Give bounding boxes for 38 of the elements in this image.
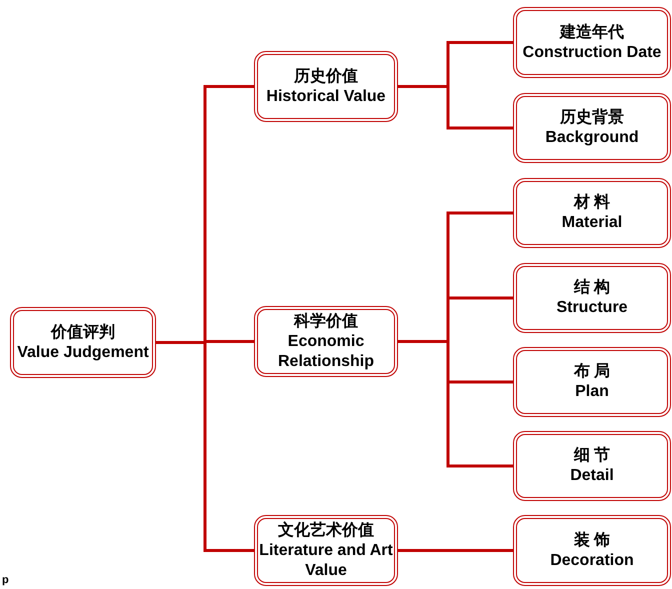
box-subtitle: Economic Relationship xyxy=(276,332,375,372)
box-title: 历史价值 xyxy=(294,66,358,86)
box-subtitle: Value Judgement xyxy=(17,342,149,362)
connector-line xyxy=(398,85,513,130)
box-subtitle: Construction Date xyxy=(522,42,662,62)
rounded-box xyxy=(254,51,398,122)
box-subtitle: Literature and Art Value xyxy=(258,540,394,580)
box-title: 建造年代 xyxy=(560,22,624,42)
box-title: 价值评判 xyxy=(51,322,115,342)
box-subtitle: Historical Value xyxy=(266,86,386,106)
rounded-box xyxy=(513,515,671,586)
box-title: 材 料 xyxy=(574,193,610,213)
box-title: 细 节 xyxy=(574,446,610,466)
rounded-box xyxy=(254,515,398,586)
rounded-box xyxy=(513,178,671,248)
rounded-box xyxy=(10,307,156,378)
rounded-box xyxy=(513,431,671,501)
box-subtitle: Structure xyxy=(556,298,628,318)
box-title: 结 构 xyxy=(574,278,610,298)
connector-line xyxy=(156,341,254,552)
text-fragment: p xyxy=(2,574,9,586)
box-subtitle: Material xyxy=(562,213,622,233)
box-subtitle: Background xyxy=(545,128,639,148)
box-title: 布 局 xyxy=(574,362,610,382)
rounded-box xyxy=(513,7,671,78)
rounded-box xyxy=(513,93,671,163)
rounded-box xyxy=(513,263,671,333)
box-title: 科学价值 xyxy=(294,312,358,332)
box-title: 装 饰 xyxy=(574,530,610,550)
rounded-box xyxy=(254,306,398,377)
box-subtitle: Plan xyxy=(575,382,609,402)
box-title: 历史背景 xyxy=(560,108,624,128)
connector-line xyxy=(398,549,513,552)
rounded-box xyxy=(513,347,671,417)
box-subtitle: Detail xyxy=(570,466,614,486)
box-title: 文化艺术价值 xyxy=(278,520,374,540)
box-subtitle: Decoration xyxy=(550,550,634,570)
connector-line xyxy=(398,340,513,468)
